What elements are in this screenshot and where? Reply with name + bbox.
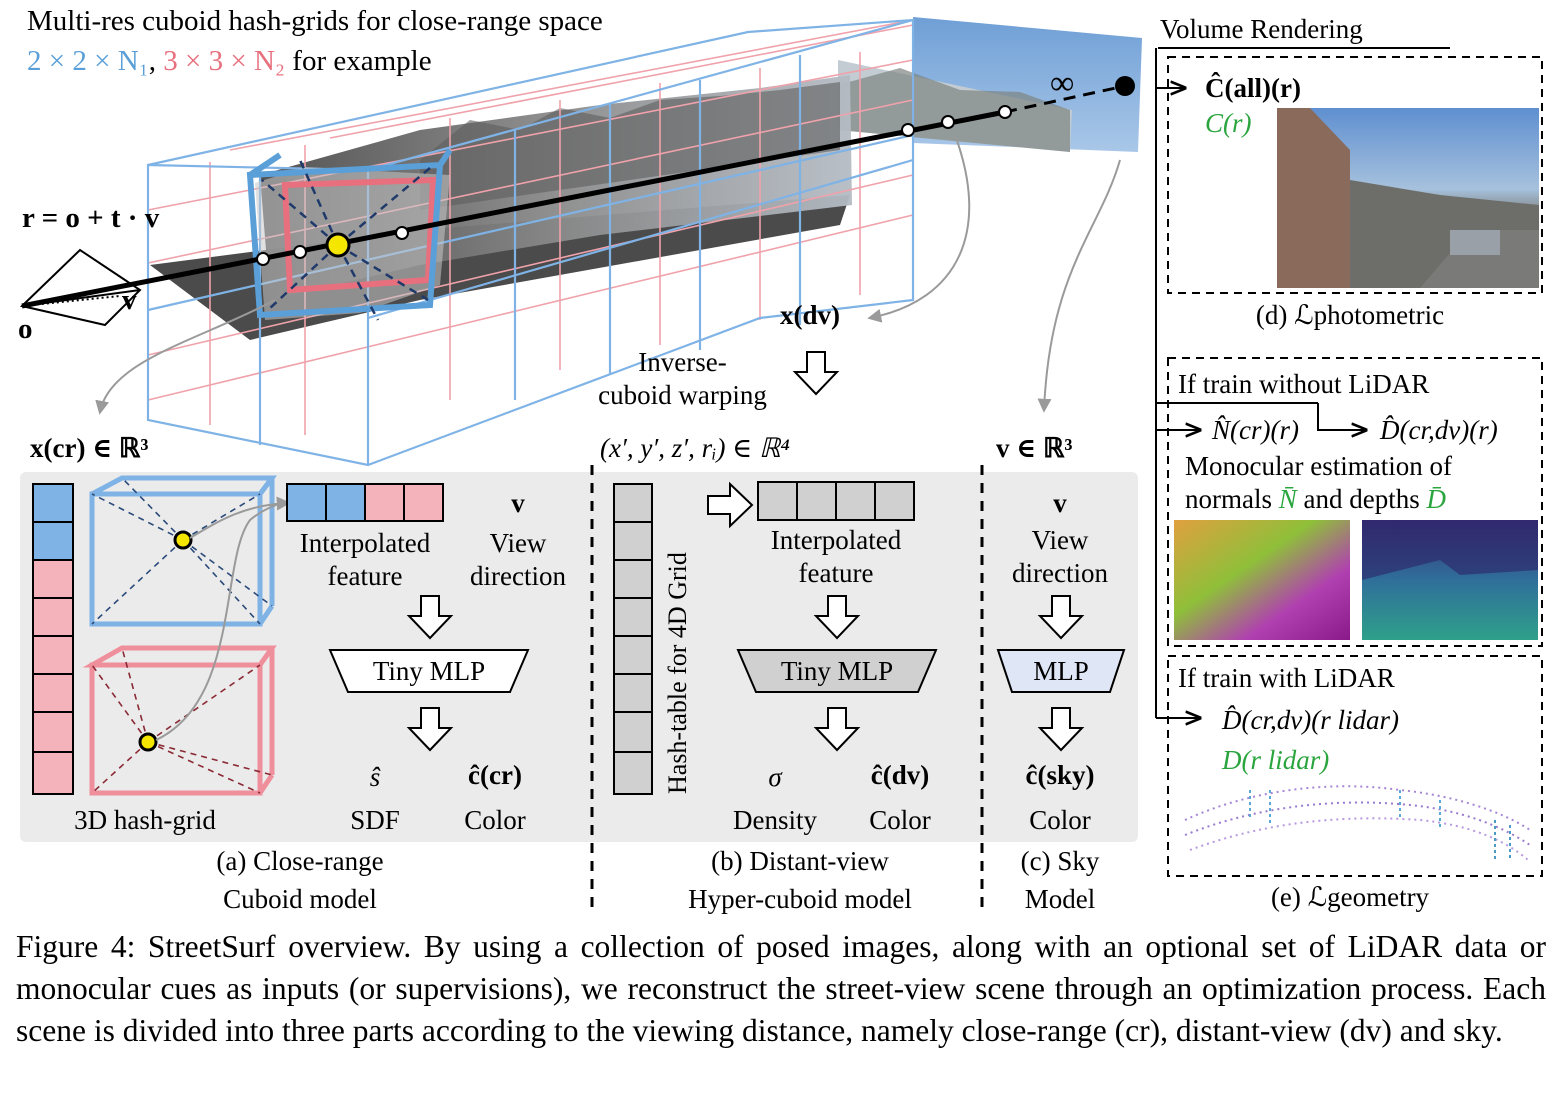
x-prime-domain: (x′, y′, z′, rᵢ) ∈ ℝ⁴ <box>600 433 790 463</box>
v-label-a: v <box>511 488 525 518</box>
caption-c-line1: (c) Sky <box>1020 846 1100 876</box>
monocular-maps <box>1174 520 1538 640</box>
loss-geometry: (e) ℒgeometry <box>1270 882 1430 912</box>
header-suffix: for example <box>292 45 432 77</box>
view-direction-a-line1: View <box>489 528 547 558</box>
v-domain: v ∈ ℝ³ <box>996 433 1073 463</box>
model-panel-background <box>20 472 1138 842</box>
color-cr-label: Color <box>464 805 526 835</box>
mono-line2: normals N̄ and depths D̄ <box>1185 484 1446 514</box>
header-line1: Multi-res cuboid hash-grids for close-ra… <box>27 5 603 37</box>
view-direction-c-line2: direction <box>1012 558 1108 588</box>
color-dv-label: Color <box>869 805 931 835</box>
x-dv-label: x(dv) <box>780 300 840 330</box>
mlp-c: MLP <box>1033 656 1089 686</box>
highlighted-cell <box>246 148 453 321</box>
depth-pred: D̂(cr,dv)(r) <box>1380 415 1498 445</box>
hash-table-4d-label: Hash-table for 4D Grid <box>663 552 692 794</box>
mono-line1: Monocular estimation of <box>1185 451 1452 481</box>
loss-photometric: (d) ℒphotometric <box>1255 300 1445 330</box>
interpolated-feature-cells-a <box>286 483 444 522</box>
inverse-warp-line1: Inverse- <box>638 347 727 377</box>
x-cr-domain: x(cr) ∈ ℝ³ <box>30 433 149 463</box>
mono-depths-text: and depths <box>1303 484 1420 514</box>
hash-table-4d <box>613 483 653 795</box>
ray <box>21 76 1135 309</box>
figure-caption: Figure 4: StreetSurf overview. By using … <box>16 929 1546 1048</box>
origin-label: o <box>18 313 33 345</box>
inverse-warp-line2: cuboid warping <box>598 380 767 410</box>
view-direction-a-line2: direction <box>470 561 566 591</box>
c-hat-all: Ĉ(all)(r) <box>1205 73 1301 103</box>
tiny-mlp-a: Tiny MLP <box>372 656 486 686</box>
interpolated-feature-cells-b <box>757 481 915 521</box>
color-dv-symbol: ĉ(dv) <box>870 760 930 790</box>
mono-N-symbol: N̄ <box>1278 484 1297 514</box>
header-comma: , <box>148 45 157 77</box>
caption-c-line2: Model <box>1024 884 1096 914</box>
normal-pred: N̂(cr)(r) <box>1212 415 1299 445</box>
caption-b-line1: (b) Distant-view <box>711 846 889 876</box>
infinity-label: ∞ <box>1050 65 1075 102</box>
header-line2: 2 × 2 × N₁, 3 × 3 × N₂ for example <box>27 45 432 77</box>
panel-separators <box>590 465 984 915</box>
sdf-label: SDF <box>350 805 400 835</box>
blue-grid-size: 2 × 2 × N₁ <box>27 45 149 77</box>
c-gt: C(r) <box>1205 108 1252 138</box>
pink-grid-cube <box>82 645 277 796</box>
gray-pointer-arrows <box>95 134 1121 415</box>
mono-normals-text: normals <box>1185 484 1272 514</box>
direction-label: v <box>122 284 137 316</box>
color-sky-label: Color <box>1029 805 1091 835</box>
view-direction-c-line1: View <box>1031 525 1089 555</box>
caption-a-line2: Cuboid model <box>223 884 377 914</box>
pink-grid-size: 3 × 3 × N₂ <box>163 45 286 77</box>
ray-equation: r = o + t · v <box>22 202 160 234</box>
interp-feature-b-line1: Interpolated <box>770 525 902 555</box>
street-photo <box>1277 108 1539 288</box>
inverse-warp-arrow <box>792 351 840 396</box>
lidar-point-cloud <box>1184 785 1531 861</box>
blue-grid-cube <box>89 475 277 627</box>
flow-arrows <box>406 481 1085 752</box>
color-sky-symbol: ĉ(sky) <box>1025 760 1095 790</box>
interp-feature-b-line2: feature <box>798 558 874 588</box>
tiny-mlp-b: Tiny MLP <box>780 656 894 686</box>
mono-D-symbol: D̄ <box>1426 484 1447 514</box>
density-label: Density <box>733 805 817 835</box>
caption-b-line2: Hyper-cuboid model <box>688 884 912 914</box>
lidar-title: If train with LiDAR <box>1178 663 1395 693</box>
interp-feature-a-line1: Interpolated <box>299 528 431 558</box>
color-cr-symbol: ĉ(cr) <box>468 760 522 790</box>
v-label-c: v <box>1053 488 1067 518</box>
hash-table-column <box>32 483 74 795</box>
sdf-symbol: ŝ <box>369 762 381 792</box>
volume-rendering-title: Volume Rendering <box>1160 14 1363 44</box>
density-symbol: σ <box>768 762 782 792</box>
volume-rendering-frame <box>1155 47 1543 877</box>
depth-pred-lidar: D̂(cr,dv)(r lidar) <box>1222 705 1399 735</box>
interp-feature-a-line2: feature <box>327 561 403 591</box>
caption-a-line1: (a) Close-range <box>216 846 384 876</box>
depth-gt-lidar: D(r lidar) <box>1222 745 1330 775</box>
hash-grid-label: 3D hash-grid <box>74 805 216 835</box>
no-lidar-title: If train without LiDAR <box>1178 369 1430 399</box>
mlp-blocks <box>328 649 1126 693</box>
